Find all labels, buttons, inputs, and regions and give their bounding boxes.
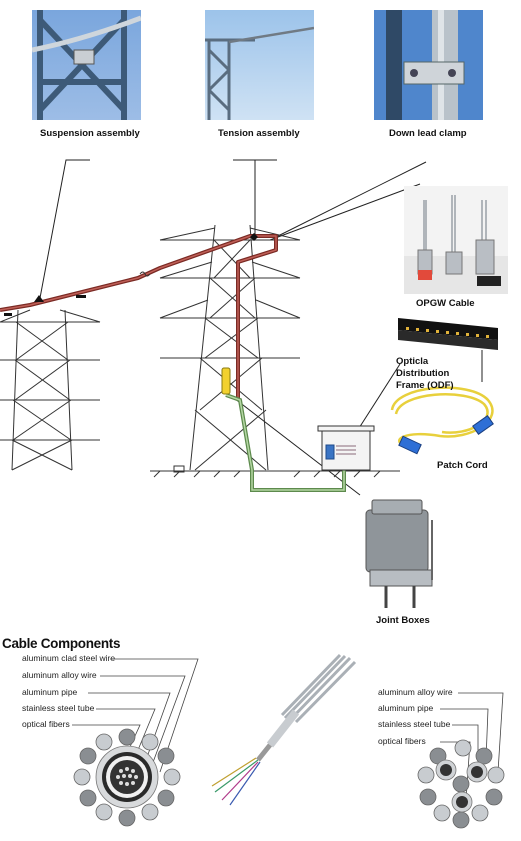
odf-rack-photo <box>398 318 498 350</box>
green-cable-route <box>225 393 346 492</box>
joint-box-photo <box>365 499 433 608</box>
right-label-1: aluminum pipe <box>378 703 434 713</box>
left-cross-section <box>73 728 181 827</box>
left-label-4: optical fibers <box>22 719 70 729</box>
patch-cord-caption: Patch Cord <box>437 460 488 471</box>
ground-line <box>150 470 400 478</box>
down-lead-clamp-caption: Down lead clamp <box>389 128 467 139</box>
opgw-cable-photo <box>404 186 508 294</box>
right-cross-section <box>417 739 505 829</box>
left-label-0: aluminum clad steel wire <box>22 653 116 663</box>
suspension-assembly-photo <box>32 10 141 120</box>
cable-components-heading: Cable Components <box>2 636 121 651</box>
left-tower <box>0 309 101 471</box>
joint-boxes-caption: Joint Boxes <box>376 615 430 626</box>
odf-cabinet <box>317 425 375 471</box>
joint-marker-yellow <box>221 367 231 395</box>
tension-assembly-caption: Tension assembly <box>218 128 300 139</box>
down-lead-clamp-photo <box>374 10 483 120</box>
transmission-line-diagram <box>0 159 508 608</box>
left-label-3: stainless steel tube <box>22 703 95 713</box>
tension-assembly-photo <box>205 10 314 120</box>
left-label-1: aluminum alloy wire <box>22 670 97 680</box>
right-label-2: stainless steel tube <box>378 719 451 729</box>
left-label-2: aluminum pipe <box>22 687 78 697</box>
tension-marker <box>250 233 258 241</box>
stripped-cable-illustration <box>211 653 357 806</box>
opgw-cable-route <box>0 234 278 400</box>
suspension-assembly-caption: Suspension assembly <box>40 128 140 139</box>
suspension-marker <box>34 295 44 302</box>
odf-caption: Opticla Distribution Frame (ODF) <box>396 356 454 391</box>
right-label-0: aluminum alloy wire <box>378 687 453 697</box>
right-label-3: optical fibers <box>378 736 426 746</box>
patch-cord-photo <box>390 386 494 455</box>
right-tower <box>159 224 301 471</box>
opgw-cable-caption: OPGW Cable <box>416 298 475 309</box>
